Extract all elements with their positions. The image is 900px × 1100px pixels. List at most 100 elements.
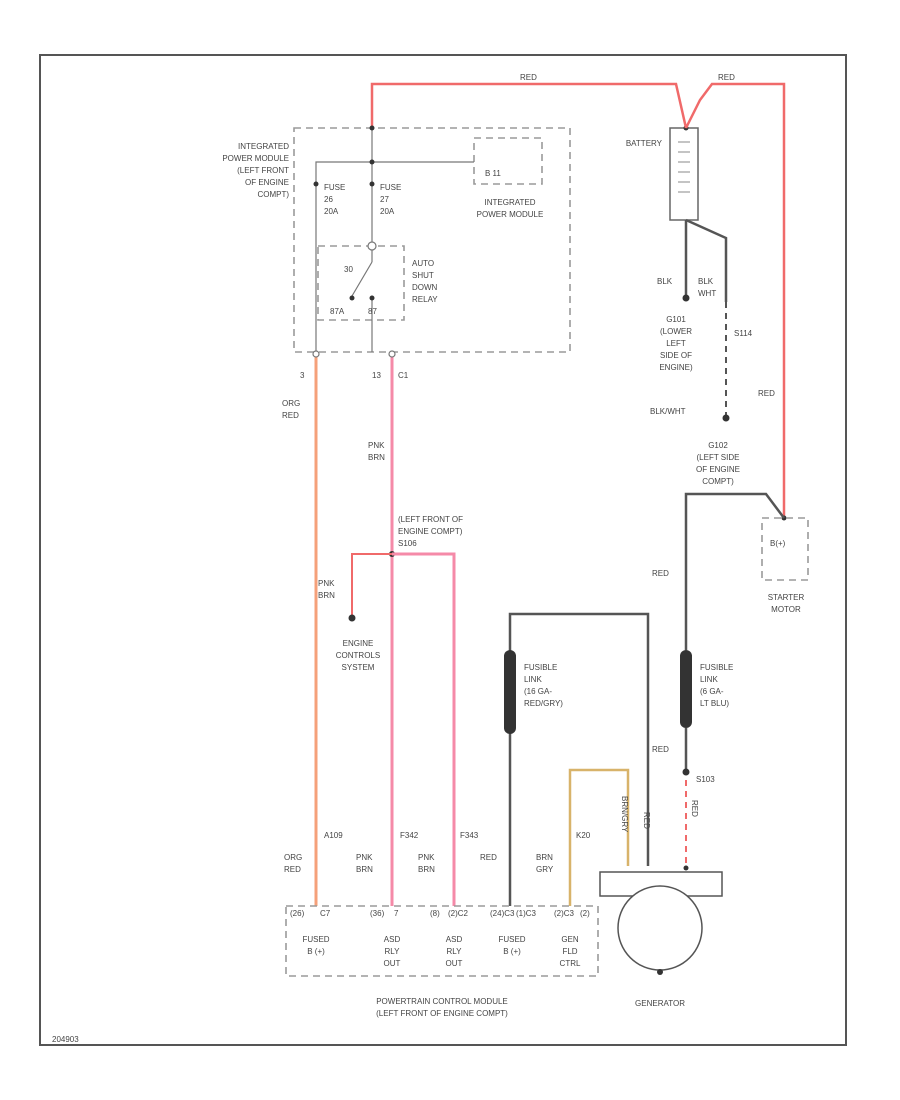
relay-coil-terminal <box>367 241 377 251</box>
splice-s103 <box>682 768 690 776</box>
auto-shutdown-relay-box <box>317 245 405 321</box>
pcm-function-fused-b-2: FUSED B (+) <box>498 935 525 956</box>
ipm-pin-c1: C1 <box>398 371 409 380</box>
svg-text:(2)C2: (2)C2 <box>448 909 469 918</box>
svg-text:SYSTEM: SYSTEM <box>342 663 375 672</box>
pcm-function-asd-rly-out-1: ASD RLY OUT <box>384 935 401 968</box>
wire-brn-gry-field-control <box>568 768 630 906</box>
splice-s103-label: S103 <box>696 775 715 784</box>
svg-text:MOTOR: MOTOR <box>771 605 801 614</box>
relay-pin-87: 87 <box>368 307 377 316</box>
wire-black-fused-b <box>508 612 650 906</box>
svg-text:ENGINE): ENGINE) <box>659 363 693 372</box>
svg-text:CTRL: CTRL <box>560 959 581 968</box>
ground-g102-label: G102 (LEFT SIDE OF ENGINE COMPT) <box>696 441 740 486</box>
wire-label-red-top-2: RED <box>718 73 735 82</box>
wire-label-pcm-org-red: ORG <box>284 853 302 862</box>
svg-text:CONTROLS: CONTROLS <box>336 651 380 660</box>
fuse-26-label: FUSE 26 20A <box>324 183 345 216</box>
svg-text:LINK: LINK <box>524 675 542 684</box>
svg-text:(LEFT FRONT OF ENGINE COMPT): (LEFT FRONT OF ENGINE COMPT) <box>376 1009 508 1018</box>
diagram-code: 204903 <box>52 1035 79 1044</box>
svg-text:20A: 20A <box>324 207 339 216</box>
wire-label-pnk-brn: PNK <box>368 441 385 450</box>
wire-label-gen-vert-2: RED <box>642 812 651 829</box>
wire-label-blk: BLK <box>657 277 673 286</box>
starter-motor-label: STARTER MOTOR <box>768 593 805 614</box>
svg-text:G102: G102 <box>708 441 728 450</box>
svg-text:26: 26 <box>324 195 333 204</box>
svg-text:B (+): B (+) <box>503 947 521 956</box>
svg-text:FUSIBLE: FUSIBLE <box>524 663 557 672</box>
svg-text:7: 7 <box>394 909 399 918</box>
wire-label-red-gen-3: RED <box>690 800 699 817</box>
wire-label-pcm-brn-gry-b: GRY <box>536 865 554 874</box>
svg-text:OUT: OUT <box>384 959 401 968</box>
svg-text:(26): (26) <box>290 909 305 918</box>
ipm-inner-label: INTEGRATED POWER MODULE <box>477 198 544 219</box>
svg-text:POWER MODULE: POWER MODULE <box>477 210 544 219</box>
relay-87-contact <box>369 295 375 301</box>
relay-label: AUTO SHUT DOWN RELAY <box>412 259 438 304</box>
svg-text:G101: G101 <box>666 315 686 324</box>
svg-text:OUT: OUT <box>446 959 463 968</box>
svg-text:LEFT: LEFT <box>666 339 686 348</box>
pcm-label: POWERTRAIN CONTROL MODULE (LEFT FRONT OF… <box>376 997 508 1018</box>
svg-text:RELAY: RELAY <box>412 295 438 304</box>
ipm-bus-node <box>369 159 375 165</box>
svg-text:(1)C3: (1)C3 <box>516 909 537 918</box>
svg-text:B (+): B (+) <box>307 947 325 956</box>
fusible-link-1-label: FUSIBLE LINK (16 GA- RED/GRY) <box>524 663 563 708</box>
generator-label: GENERATOR <box>635 999 685 1008</box>
wire-label-red-starter: RED <box>758 389 775 398</box>
ipm-pin-3-terminal <box>312 350 320 358</box>
svg-text:RLY: RLY <box>385 947 401 956</box>
engine-controls-terminal <box>348 614 356 622</box>
svg-text:OF ENGINE: OF ENGINE <box>245 178 289 187</box>
wire-label-blk-wht-2: BLK/WHT <box>650 407 686 416</box>
svg-text:FUSE: FUSE <box>324 183 345 192</box>
wire-blk-wht-to-s114 <box>685 218 728 302</box>
engine-controls-label: ENGINE CONTROLS SYSTEM <box>336 639 380 672</box>
relay-contact-arm <box>351 261 373 297</box>
wire-label-pcm-pnk-brn-1: PNK <box>356 853 373 862</box>
pcm-function-asd-rly-out-2: ASD RLY OUT <box>446 935 463 968</box>
wire-label-pcm-org-red-b: RED <box>284 865 301 874</box>
svg-text:(2)C3: (2)C3 <box>554 909 575 918</box>
svg-text:FUSED: FUSED <box>302 935 329 944</box>
svg-text:OF ENGINE: OF ENGINE <box>696 465 740 474</box>
wire-label-red-gen: RED <box>652 569 669 578</box>
ground-s114 <box>722 414 730 422</box>
svg-text:RLY: RLY <box>447 947 463 956</box>
wire-label-pcm-brn-gry: BRN <box>536 853 553 862</box>
splice-s106-label: (LEFT FRONT OF ENGINE COMPT) S106 <box>398 515 463 548</box>
svg-text:INTEGRATED: INTEGRATED <box>238 142 289 151</box>
svg-text:(24)C3: (24)C3 <box>490 909 515 918</box>
wire-red-battery-to-starter <box>684 82 786 518</box>
wire-label-pcm-red: RED <box>480 853 497 862</box>
svg-text:FLD: FLD <box>562 947 577 956</box>
svg-text:AUTO: AUTO <box>412 259 434 268</box>
ipm-location-label: INTEGRATED POWER MODULE (LEFT FRONT OF E… <box>222 142 289 199</box>
svg-text:SIDE OF: SIDE OF <box>660 351 692 360</box>
fusible-link-red-gry <box>504 650 516 734</box>
wire-label-pcm-pnk-brn-2b: BRN <box>418 865 435 874</box>
svg-text:ASD: ASD <box>446 935 463 944</box>
svg-text:FUSED: FUSED <box>498 935 525 944</box>
wire-label-org-red-b: RED <box>282 411 299 420</box>
fuse-27-terminal <box>369 181 375 187</box>
relay-pin-87a: 87A <box>330 307 345 316</box>
battery-label: BATTERY <box>626 139 663 148</box>
generator-ground <box>657 969 663 975</box>
wire-label-pnk-brn-branch-b: BRN <box>318 591 335 600</box>
ipm-feed-terminal <box>369 125 375 131</box>
pcm-pin-labels: (26) C7 (36) 7 (8) (2)C2 (24)C3 (1)C3 (2… <box>290 909 590 918</box>
svg-text:GEN: GEN <box>561 935 579 944</box>
wire-label-org-red: ORG <box>282 399 300 408</box>
relay-87a-contact <box>349 295 355 301</box>
wire-red-battery-to-ipm <box>370 82 688 129</box>
svg-text:(LEFT SIDE: (LEFT SIDE <box>697 453 740 462</box>
ground-g101-label: G101 (LOWER LEFT SIDE OF ENGINE) <box>659 315 693 372</box>
svg-text:POWERTRAIN CONTROL MODULE: POWERTRAIN CONTROL MODULE <box>376 997 508 1006</box>
